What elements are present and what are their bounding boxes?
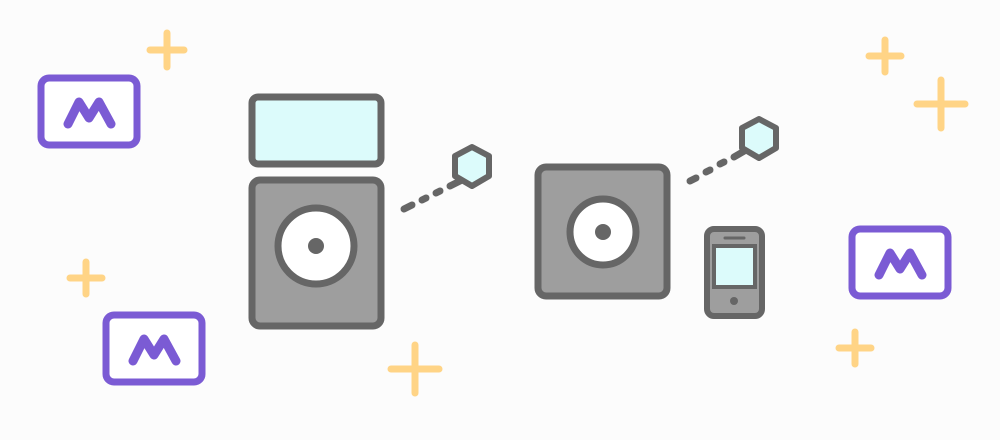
speaker-icon-small (534, 163, 671, 300)
sparkle-icon-6 (835, 328, 875, 368)
sparkle-icon-1 (146, 29, 188, 71)
smartphone-icon (704, 226, 765, 319)
sparkle-icon-3 (387, 341, 443, 397)
display-screen-icon (248, 93, 385, 168)
antenna-icon-left (400, 144, 492, 213)
speaker-icon-large (248, 176, 385, 330)
logo-badge-icon-right (848, 225, 952, 300)
sparkle-icon-4 (865, 36, 905, 76)
sparkle-icon-5 (913, 76, 969, 132)
logo-badge-icon-top-left (37, 74, 141, 149)
antenna-icon-right (686, 116, 779, 185)
sparkle-icon-2 (66, 258, 106, 298)
logo-badge-icon-bottom-left (102, 311, 206, 386)
